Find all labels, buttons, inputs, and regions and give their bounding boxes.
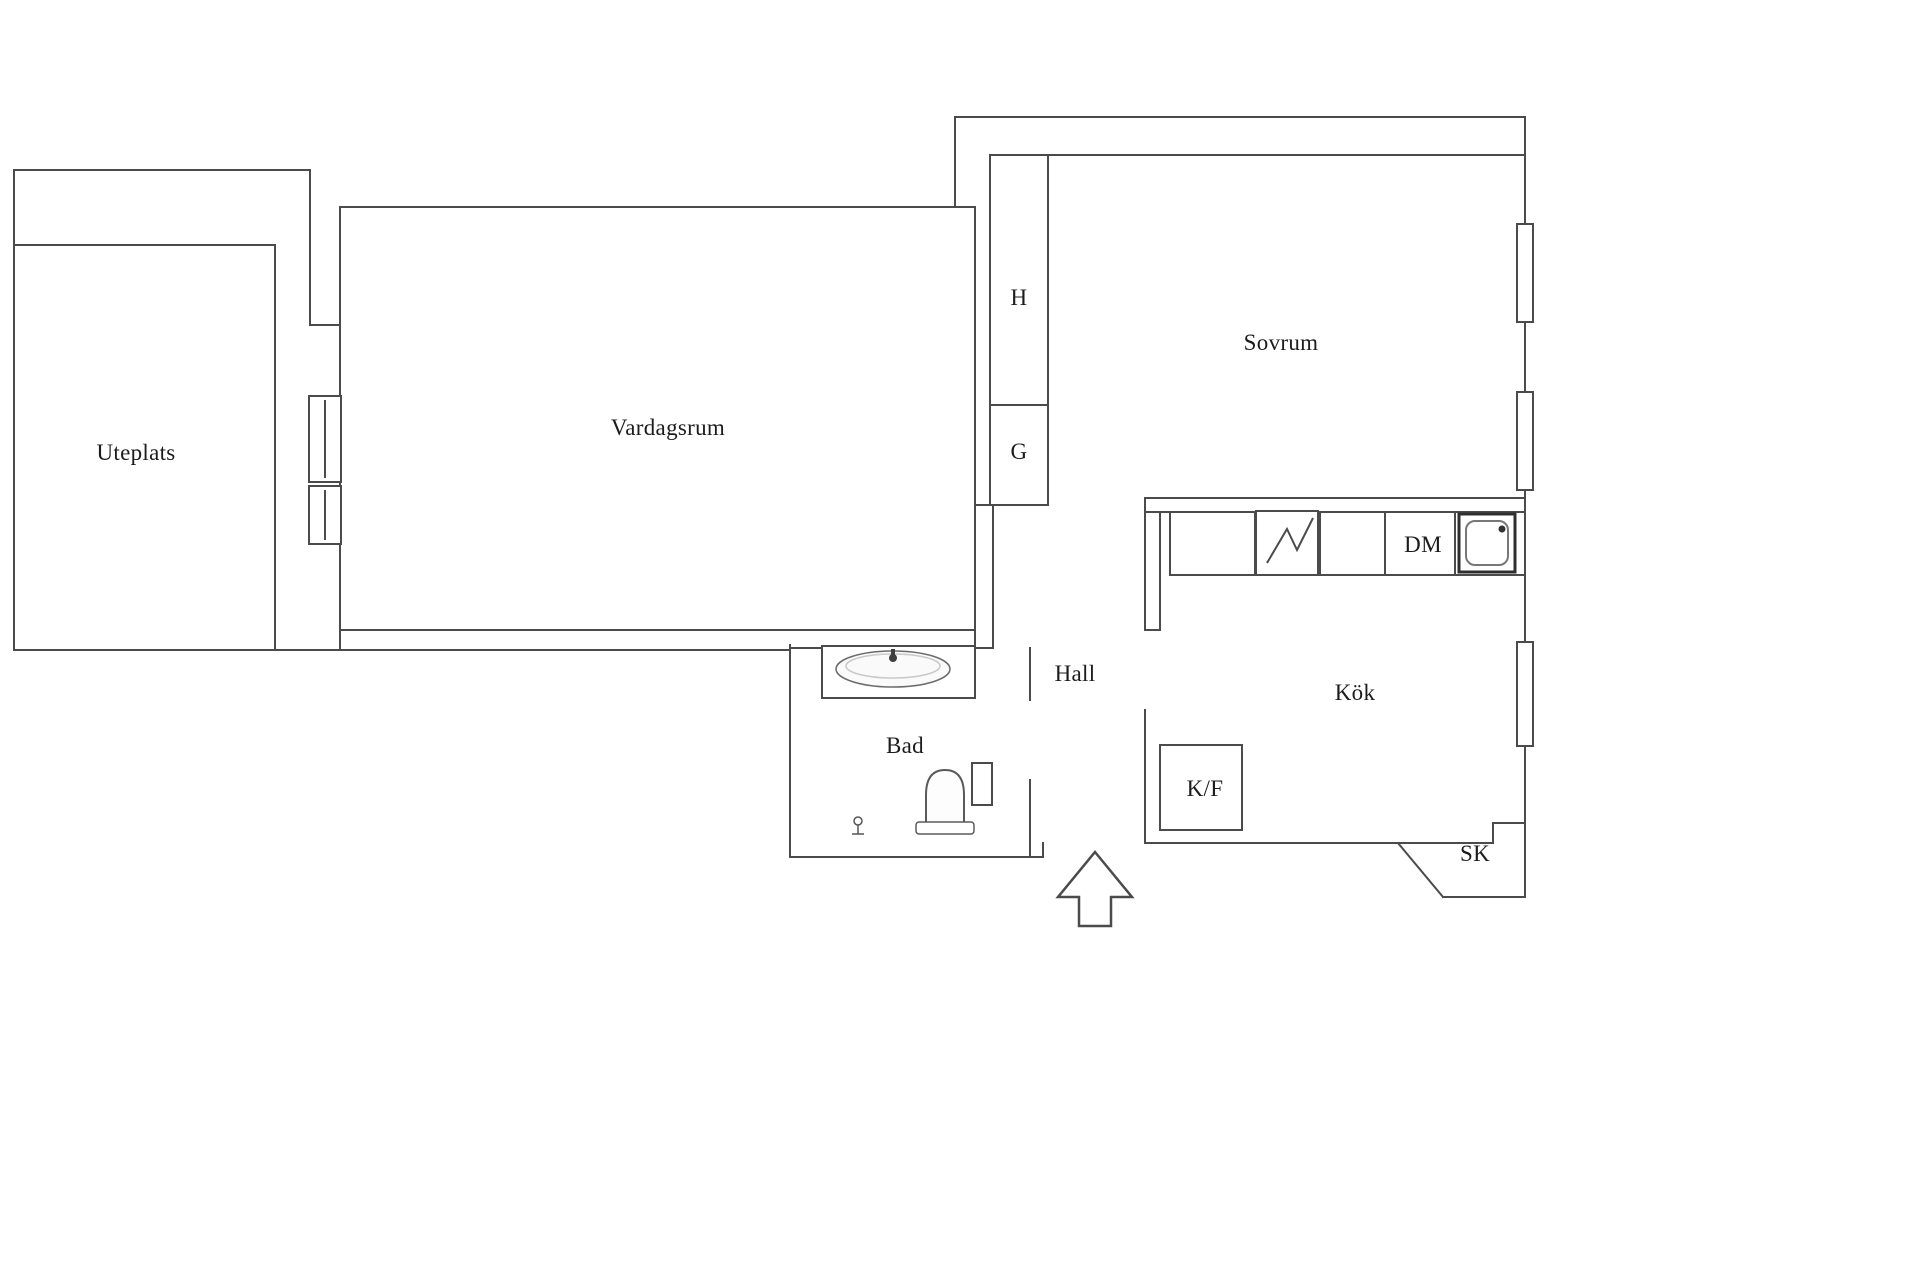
windows (308, 223, 1534, 747)
room-label-sovrum: Sovrum (1243, 330, 1319, 355)
window-icon (1516, 391, 1534, 491)
closet-label-sk: SK (1459, 841, 1491, 866)
entrance-arrow-icon (1055, 850, 1135, 928)
fridge-freezer-label: K/F (1186, 776, 1224, 801)
kitchen-sink-icon (1457, 512, 1517, 574)
room-label-uteplats: Uteplats (96, 440, 176, 465)
closet-label-g: G (1010, 439, 1028, 464)
room-label-kok: Kök (1334, 680, 1376, 705)
fridge-freezer-box (1159, 744, 1243, 831)
walls (13, 116, 1526, 899)
room-label-hall: Hall (1054, 661, 1096, 686)
closet-label-h: H (1010, 285, 1028, 310)
window-icon (1516, 641, 1534, 747)
window-icon (1516, 223, 1534, 323)
stove-icon (1255, 510, 1319, 576)
dishwasher-label: DM (1404, 532, 1442, 557)
room-label-bad: Bad (886, 733, 924, 758)
sink-icon (821, 645, 976, 699)
paper-holder-icon (852, 816, 864, 835)
toilet-icon (915, 768, 975, 835)
room-label-vardagsrum: Vardagsrum (610, 415, 726, 440)
bathroom-wall-stub (971, 762, 993, 806)
